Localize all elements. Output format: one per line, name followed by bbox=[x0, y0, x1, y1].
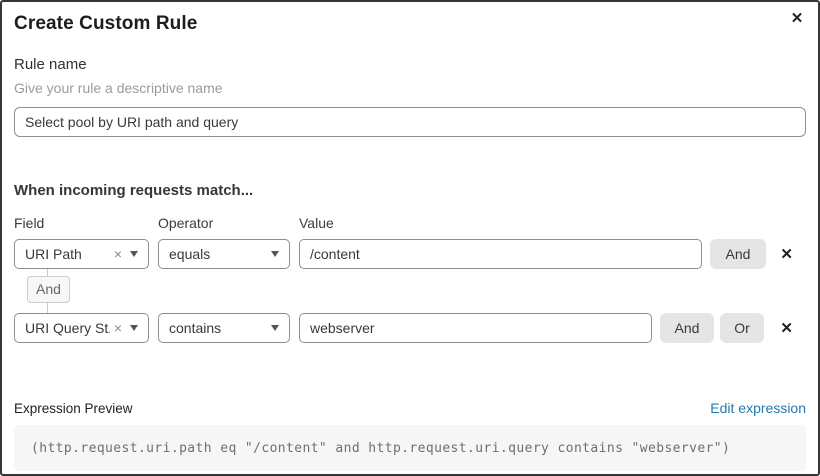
field-select[interactable]: URI Path × bbox=[14, 239, 149, 269]
field-column-label: Field bbox=[14, 215, 45, 231]
clear-selection-icon[interactable]: × bbox=[113, 246, 122, 262]
match-section-heading: When incoming requests match... bbox=[14, 182, 254, 199]
operator-select[interactable]: equals bbox=[158, 239, 290, 269]
field-select-value: URI Query St... bbox=[25, 320, 110, 336]
operator-column-label: Operator bbox=[158, 215, 214, 231]
and-button[interactable]: And bbox=[710, 239, 766, 269]
remove-condition-icon[interactable]: ✕ bbox=[780, 245, 793, 263]
connector-line bbox=[47, 269, 48, 276]
field-select-value: URI Path bbox=[25, 246, 82, 262]
chevron-down-icon bbox=[271, 251, 279, 257]
condition-connector: And bbox=[14, 269, 806, 313]
expression-preview-label: Expression Preview bbox=[14, 401, 133, 416]
expression-preview-code: (http.request.uri.path eq "/content" and… bbox=[14, 425, 806, 471]
operator-select-value: equals bbox=[169, 246, 211, 262]
condition-row: URI Path × equals And ✕ bbox=[14, 239, 806, 269]
connector-line bbox=[47, 303, 48, 313]
edit-expression-link[interactable]: Edit expression bbox=[710, 400, 806, 416]
remove-condition-icon[interactable]: ✕ bbox=[780, 319, 793, 337]
chevron-down-icon bbox=[271, 325, 279, 331]
value-column-label: Value bbox=[299, 215, 334, 231]
and-button[interactable]: And bbox=[660, 313, 714, 343]
page-title: Create Custom Rule bbox=[14, 13, 198, 34]
and-connector-badge: And bbox=[27, 276, 70, 303]
rule-name-input[interactable] bbox=[14, 107, 806, 137]
field-select[interactable]: URI Query St... × bbox=[14, 313, 149, 343]
value-input[interactable] bbox=[299, 313, 652, 343]
or-button[interactable]: Or bbox=[720, 313, 764, 343]
close-icon[interactable]: ✕ bbox=[786, 8, 808, 30]
operator-select[interactable]: contains bbox=[158, 313, 290, 343]
operator-select-value: contains bbox=[169, 320, 222, 336]
chevron-down-icon bbox=[130, 251, 138, 257]
chevron-down-icon bbox=[130, 325, 138, 331]
rule-name-helper: Give your rule a descriptive name bbox=[14, 80, 223, 96]
value-input[interactable] bbox=[299, 239, 702, 269]
rule-name-label: Rule name bbox=[14, 56, 87, 73]
condition-row: URI Query St... × contains And Or ✕ bbox=[14, 313, 806, 343]
clear-selection-icon[interactable]: × bbox=[113, 320, 122, 336]
column-labels: Field Operator Value bbox=[14, 215, 806, 231]
